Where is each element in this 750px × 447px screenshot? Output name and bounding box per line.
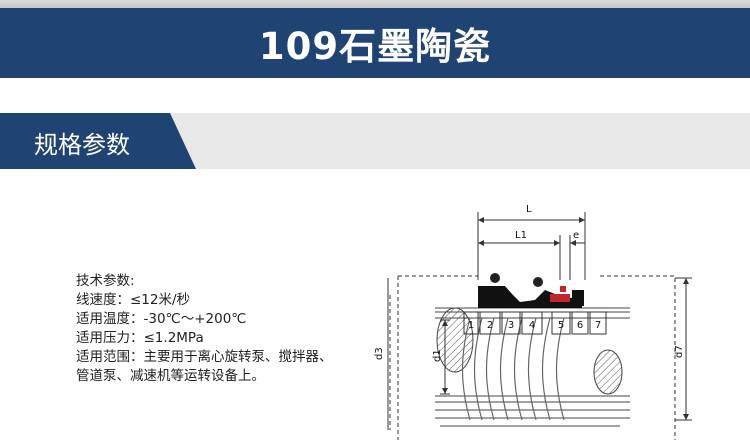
seal-drawing-svg: 1 2 3 4 5 6 7: [374, 204, 692, 440]
component-boxes: [463, 311, 607, 335]
param-line-range-cont: 管道泵、减速机等运转设备上。: [76, 368, 265, 384]
part-label-3: 3: [508, 320, 514, 331]
shaft-section-right: [593, 349, 623, 395]
component-labels: 1 2 3 4 5 6 7: [468, 320, 601, 331]
param-line-pressure: 适用压力：≤1.2MPa: [76, 330, 204, 346]
tech-params: 技术参数: 线速度：≤12米/秒 适用温度：-30℃～+200℃ 适用压力：≤1…: [76, 272, 376, 386]
section-title: 规格参数: [34, 131, 130, 159]
housing-outline: [389, 275, 676, 440]
dimension-arrows: [442, 217, 689, 420]
dimension-labels: L L1 e d1 d3 d7: [374, 204, 685, 362]
dim-label-d3: d3: [374, 347, 385, 360]
dim-label-d1: d1: [432, 349, 443, 362]
section-tab: 规格参数: [0, 113, 200, 169]
part-label-6: 6: [577, 320, 583, 331]
dim-label-L: L: [526, 204, 532, 215]
part-label-5: 5: [558, 320, 564, 331]
dim-label-e: e: [573, 230, 579, 241]
dimension-lines: [387, 212, 692, 430]
part-label-2: 2: [487, 320, 493, 331]
dim-label-d7: d7: [674, 345, 685, 358]
part-label-4: 4: [529, 320, 535, 331]
seal-body: [478, 273, 584, 308]
param-line-speed: 线速度：≤12米/秒: [76, 292, 191, 308]
param-line-range: 适用范围：主要用于离心旋转泵、搅拌器、: [76, 349, 333, 365]
tech-params-heading: 技术参数:: [76, 273, 135, 289]
part-label-7: 7: [595, 320, 601, 331]
seal-drawing: 1 2 3 4 5 6 7: [360, 190, 740, 443]
title-banner: 109石墨陶瓷: [0, 8, 750, 78]
page-title: 109石墨陶瓷: [258, 25, 492, 68]
section-tab-shape: [0, 113, 196, 169]
dim-label-L1: L1: [515, 230, 527, 241]
top-strip: [0, 0, 750, 8]
param-line-temperature: 适用温度：-30℃～+200℃: [76, 311, 247, 327]
part-label-1: 1: [468, 320, 474, 331]
spring-coils: [461, 317, 565, 421]
